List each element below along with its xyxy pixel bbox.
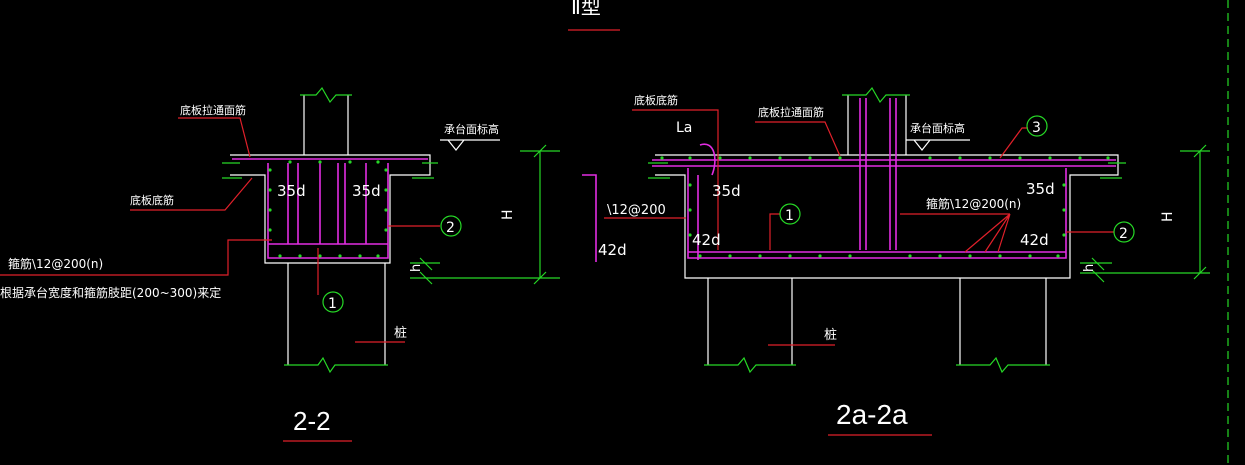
elevation-symbol (440, 139, 500, 151)
la-hook (697, 143, 716, 260)
bottom-bar-cage (267, 163, 389, 259)
label-pile: 桩 (394, 326, 407, 341)
leader-stirrup-right (900, 213, 1011, 253)
label-stirrup: 箍筋\12@200(n) (8, 256, 103, 271)
label-42d-b: 42d (692, 231, 721, 249)
dim-H-text: H (500, 209, 516, 220)
rebar-dots-right (660, 156, 1110, 258)
rebar-dots-left (268, 160, 388, 258)
circle-3-text: 3 (1032, 120, 1041, 136)
label-cap-top: 承台面标高 (444, 122, 499, 136)
cap-outline-right (655, 154, 1119, 279)
label-42d-c: 42d (1020, 231, 1049, 249)
label-stirrup-right: 箍筋\12@200(n) (926, 196, 1021, 211)
cap-edge-breaks (222, 162, 438, 179)
label-bottom-bar: 底板底筋 (130, 193, 174, 207)
dim-H-right-text: H (1160, 211, 1176, 222)
label-top-bar-right: 底板拉通面筋 (758, 105, 824, 119)
circle-1-right-text: 1 (785, 208, 794, 224)
elevation-symbol-right (906, 139, 970, 151)
label-42d-a: 42d (598, 241, 627, 259)
dim-H-lines (410, 144, 560, 285)
dim-h-right-lines (1080, 257, 1112, 283)
column-bars (287, 163, 367, 244)
circle-marker-1-right (779, 203, 801, 225)
pile-breaks-right (704, 356, 1050, 374)
pile-outlines-right (707, 278, 1047, 365)
circle-2-right-text: 2 (1119, 226, 1128, 242)
leader-top-bar (178, 117, 251, 158)
column-break-right (842, 86, 910, 104)
leader-bottom-bar (130, 177, 253, 211)
cap-edge-breaks-right (648, 162, 1126, 179)
circle-marker-2-right (1113, 221, 1135, 243)
label-bar-spec: \12@200 (607, 203, 666, 218)
circle-marker-2 (440, 215, 462, 237)
label-top-bar: 底板拉通面筋 (180, 103, 246, 117)
label-la: La (676, 120, 692, 136)
label-anchor-right: 35d (352, 182, 381, 200)
dim-H-right-lines (1080, 144, 1210, 280)
label-anchor-left: 35d (277, 182, 306, 200)
column-outline-right (847, 95, 907, 155)
column-bars-right (859, 98, 897, 250)
leader-circle-1-right (769, 213, 780, 250)
circle-1-text: 1 (328, 296, 337, 312)
dim-h-lines (410, 257, 440, 285)
label-pile-right: 桩 (824, 328, 837, 343)
label-cap-top-right: 承台面标高 (910, 121, 965, 135)
section-2a-2a: 底板底筋 底板拉通面筋 承台面标高 La 35d 35d 42d 42d \12… (582, 86, 1210, 436)
pile-outline (287, 263, 386, 365)
dim-h-text: h (409, 264, 424, 272)
leader-bottom-bar-right (632, 109, 719, 250)
label-note: 根据承台宽度和箍筋肢距(200~300)来定 (0, 285, 221, 300)
leader-top-bar-right (755, 121, 841, 157)
section-title-2-2: 2-2 (293, 406, 331, 436)
dim-h-right-text: h (1082, 264, 1097, 272)
label-anchor-right-right: 35d (1026, 180, 1055, 198)
label-anchor-left-right: 35d (712, 182, 741, 200)
leader-circle-3 (999, 127, 1028, 159)
section-title-2a-2a: 2a-2a (836, 399, 908, 430)
label-bottom-bar-right: 底板底筋 (634, 93, 678, 107)
circle-marker-3 (1026, 115, 1048, 137)
section-2-2: 底板拉通面筋 底板底筋 箍筋\12@200(n) 根据承台宽度和箍筋肢距(200… (0, 86, 560, 442)
pile-break-symbol (284, 356, 388, 374)
column-break-symbol (300, 86, 352, 104)
detached-bar (582, 174, 597, 262)
column-outline (303, 95, 349, 155)
circle-2-text: 2 (446, 220, 455, 236)
bottom-cage-right (687, 168, 1067, 259)
leader-stirrup (0, 239, 272, 276)
circle-marker-1 (322, 291, 344, 313)
top-type-label: Ⅱ型 (571, 0, 601, 19)
cap-outline (230, 154, 431, 264)
